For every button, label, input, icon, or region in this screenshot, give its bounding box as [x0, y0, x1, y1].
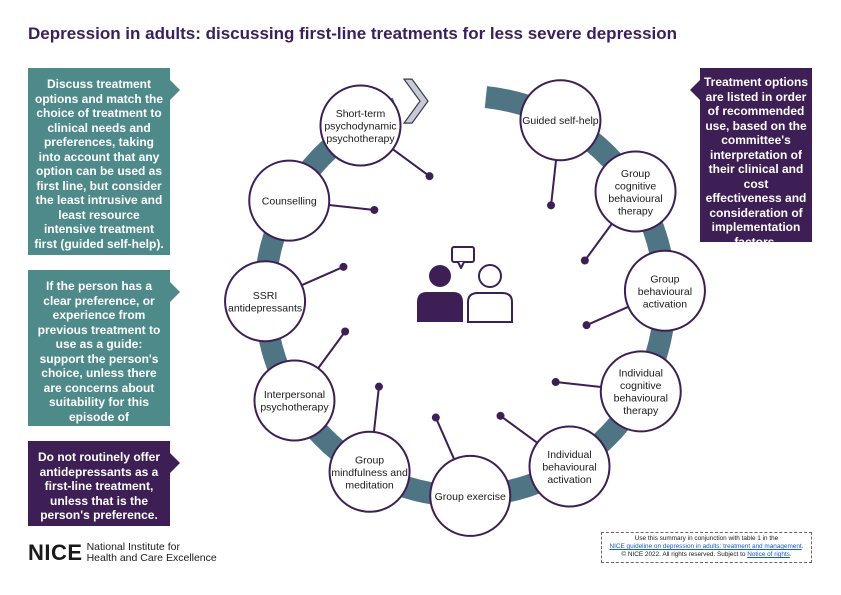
treatment-label: Group exercise — [435, 491, 506, 503]
connector-dot — [496, 411, 505, 420]
footer-line-3-suffix: . — [789, 551, 792, 558]
treatment-node — [594, 150, 677, 233]
connector-line — [586, 305, 629, 327]
treatment-node — [528, 425, 611, 508]
guideline-link[interactable]: NICE guideline on depression in adults: … — [609, 543, 802, 550]
connector-dot — [582, 321, 591, 330]
connector-dot — [339, 262, 348, 271]
treatment-node — [429, 454, 512, 537]
connector-dot — [370, 205, 379, 214]
footer-line-2-suffix: . — [801, 543, 804, 550]
treatment-node — [623, 249, 706, 332]
treatment-label: Guided self-help — [522, 115, 599, 127]
connector-line — [434, 417, 456, 460]
connector-line — [499, 415, 538, 444]
connector-dot — [374, 382, 383, 391]
connector-line — [584, 223, 613, 262]
treatment-node — [519, 79, 602, 162]
start-chevron-icon — [402, 78, 429, 124]
treatment-node — [328, 430, 411, 513]
treatment-node — [599, 350, 682, 433]
ring-band — [254, 86, 676, 507]
treatment-node — [224, 260, 307, 343]
logo-line-1: National Institute for — [86, 540, 180, 553]
callout-order-of-use: Treatment options are listed in order of… — [690, 68, 812, 249]
callout-antidepressants: Do not routinely offer antidepressants a… — [28, 441, 180, 526]
connector-dot — [551, 378, 560, 387]
page-title: Depression in adults: discussing first-l… — [28, 24, 678, 43]
treatment-node — [248, 159, 331, 242]
callout-person-preference: If the person has a clear preference, or… — [28, 270, 180, 438]
connector-line — [555, 381, 602, 389]
logo-mark: NICE — [28, 540, 83, 565]
nice-logo: NICE National Institute for Health and C… — [28, 540, 217, 566]
connector-dot — [425, 172, 434, 181]
connector-line — [372, 386, 380, 433]
connector-dot — [547, 201, 556, 210]
logo-line-2: Health and Care Excellence — [86, 552, 217, 564]
treatment-ring — [254, 86, 676, 507]
connector-line — [550, 159, 558, 206]
discussion-people-icon — [417, 246, 513, 323]
connector-line — [328, 203, 375, 211]
treatment-label: Counselling — [262, 196, 317, 208]
notice-of-rights-link[interactable]: Notice of rights — [747, 551, 790, 558]
treatment-node — [253, 359, 336, 442]
footer-copyright: © NICE 2022. All rights reserved. Subjec… — [621, 551, 748, 558]
treatment-node — [319, 84, 402, 167]
chevron-icon — [402, 78, 429, 124]
callout-discuss-options: Discuss treatment options and match the … — [28, 68, 180, 255]
footer-notice: Use this summary in conjunction with tab… — [601, 532, 812, 563]
connector-line — [301, 265, 344, 287]
connector-dot — [341, 327, 350, 336]
footer-line-1: Use this summary in conjunction with tab… — [634, 535, 779, 542]
connector-line — [317, 330, 346, 369]
connector-dot — [580, 256, 589, 265]
connector-line — [392, 148, 431, 177]
logo-text: National Institute for Health and Care E… — [86, 540, 217, 565]
connector-dot — [431, 413, 440, 422]
